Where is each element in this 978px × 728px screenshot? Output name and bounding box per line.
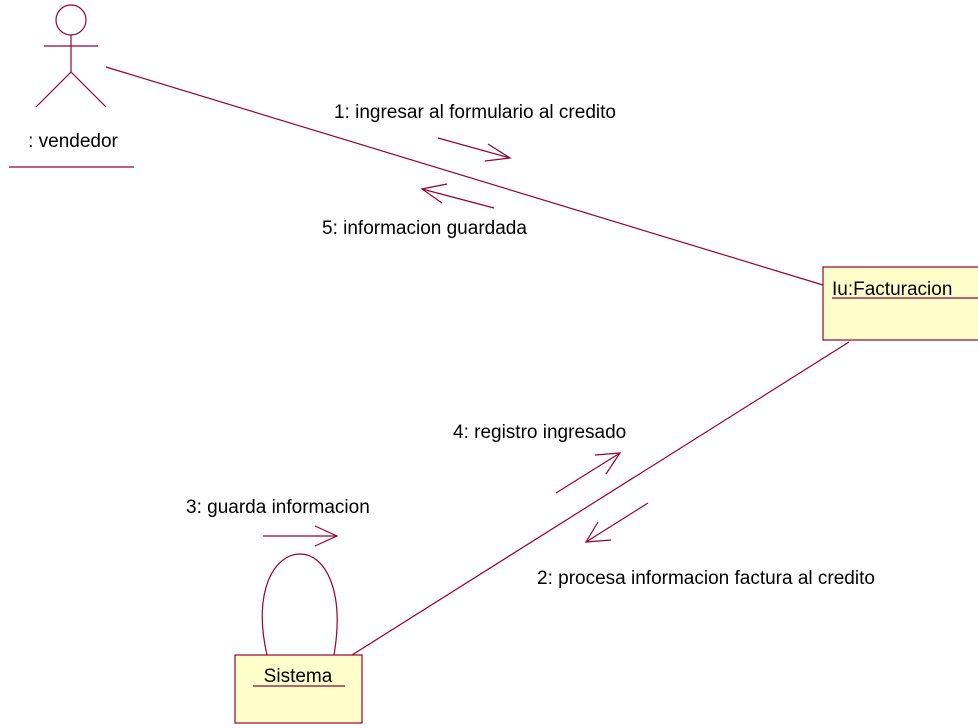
object-facturacion[interactable]: Iu:Facturacion — [822, 266, 978, 341]
message-4-label: 4: registro ingresado — [453, 422, 626, 443]
message-4-arrow — [555, 452, 622, 494]
link-vendedor-facturacion — [105, 66, 824, 286]
message-5-label: 5: informacion guardada — [322, 218, 527, 239]
message-2-label: 2: procesa informacion factura al credit… — [537, 568, 875, 589]
message-1-arrow — [437, 137, 512, 162]
self-link-sistema — [261, 553, 338, 656]
object-sistema-name: Sistema — [264, 666, 333, 687]
actor-name: : vendedor — [28, 131, 118, 152]
message-3-label: 3: guarda informacion — [186, 497, 370, 518]
message-1-label: 1: ingresar al formulario al credito — [334, 102, 616, 123]
object-facturacion-name: Iu:Facturacion — [832, 279, 952, 300]
actor-vendedor[interactable]: : vendedor — [9, 4, 134, 168]
message-5-arrow — [420, 183, 495, 209]
object-sistema[interactable]: Sistema — [234, 654, 363, 724]
link-facturacion-sistema — [351, 341, 850, 656]
stick-figure-icon — [35, 4, 107, 108]
message-3-arrow — [263, 525, 339, 547]
message-2-arrow — [584, 502, 649, 543]
